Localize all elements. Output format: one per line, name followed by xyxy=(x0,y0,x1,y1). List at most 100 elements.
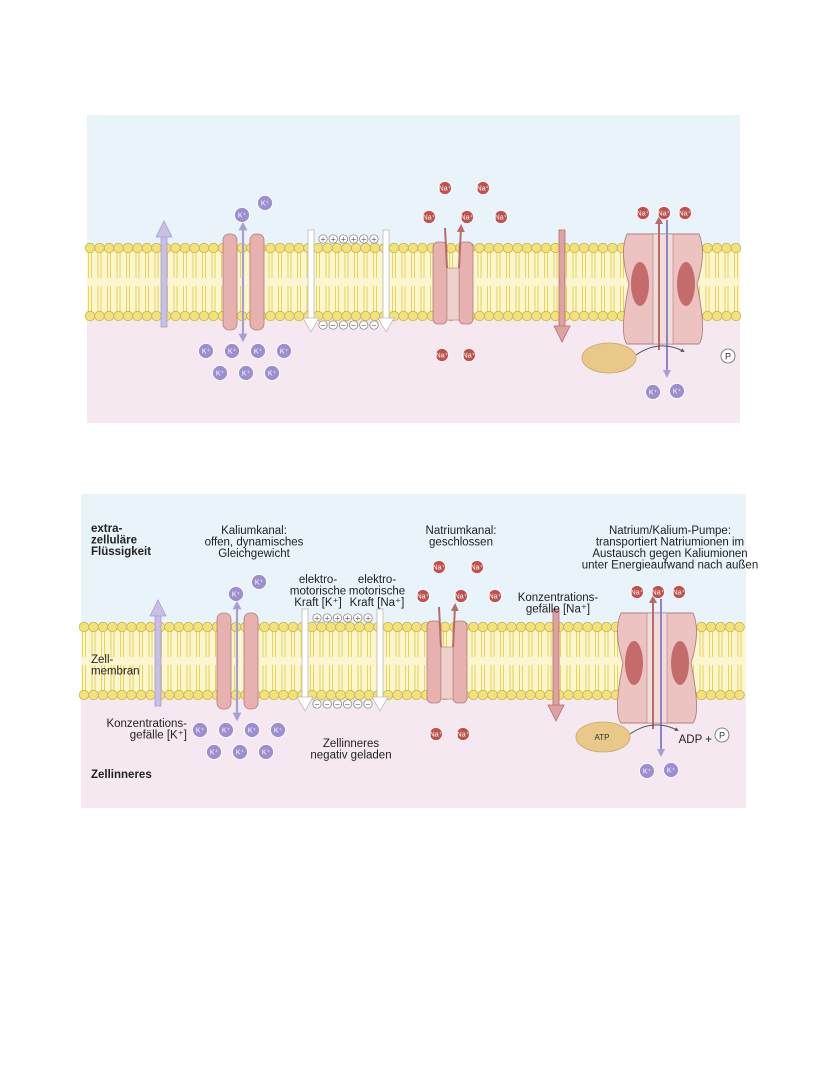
ion-symbol: Na⁺ xyxy=(673,589,686,596)
lipid-head xyxy=(208,242,219,254)
charge-sign: + xyxy=(345,615,351,623)
lipid-head xyxy=(126,621,137,633)
lipid-head xyxy=(407,242,419,254)
pump-label: Natrium/Kalium-Pumpe:transportiert Natri… xyxy=(582,525,758,572)
lipid-head xyxy=(198,242,210,254)
lipid-head xyxy=(730,242,742,254)
lipid-head xyxy=(164,621,175,633)
intracellular-label: Zellinneres xyxy=(91,769,152,781)
charge-sign: − xyxy=(334,701,340,709)
lipid-head xyxy=(734,689,745,701)
lipid-head xyxy=(183,621,194,633)
panel-unlabeled: K⁺K⁺K⁺K⁺K⁺K⁺K⁺K⁺K⁺+−+−+−+−+−+−Na⁺Na⁺Na⁺N… xyxy=(84,115,742,423)
ion-symbol: Na⁺ xyxy=(463,352,476,359)
lipid-head xyxy=(293,310,305,322)
interior-negative-label-line: Zellinneres xyxy=(323,738,379,750)
emf-arrow-khead xyxy=(302,317,320,333)
lipid-head xyxy=(582,689,593,701)
lipid-head xyxy=(715,621,726,633)
lipid-head xyxy=(183,689,194,701)
charge-sign: − xyxy=(365,701,371,709)
sodium-ion: Na⁺ xyxy=(460,210,474,224)
lipid-head xyxy=(401,689,413,701)
positive-charge xyxy=(363,613,373,623)
adp-label: ADP + xyxy=(679,734,713,746)
potassium-channel xyxy=(216,600,259,722)
sodium-ion: Na⁺ xyxy=(438,181,452,195)
pump-pore xyxy=(652,233,674,345)
lipid-head xyxy=(122,310,134,322)
lipid-head xyxy=(170,310,181,322)
potassium-ion: K⁺ xyxy=(270,722,286,738)
potassium-ion: K⁺ xyxy=(257,195,273,211)
lipid-head xyxy=(278,689,289,701)
potassium-ion: K⁺ xyxy=(251,574,267,590)
potassium-ion: K⁺ xyxy=(276,343,292,359)
lipid-head xyxy=(696,689,707,701)
lipid-head xyxy=(94,242,105,254)
charge-sign: − xyxy=(330,322,336,330)
emf-arrow-k xyxy=(301,608,309,704)
lipid-head xyxy=(265,310,276,322)
lipid-head xyxy=(531,310,542,322)
lipid-head xyxy=(202,689,213,701)
lipid-head xyxy=(88,621,99,633)
pump-subunit xyxy=(677,262,695,306)
ion-symbol: K⁺ xyxy=(238,212,247,219)
lipid-head xyxy=(341,310,352,322)
potassium-channel-label-line: Gleichgewicht xyxy=(218,548,290,560)
lipid-head xyxy=(122,242,134,254)
lipid-head xyxy=(512,242,523,254)
lipid-head xyxy=(477,689,489,701)
lipid-head xyxy=(141,242,153,254)
pump-label-line: Natrium/Kalium-Pumpe: xyxy=(609,525,731,537)
atp-label: ATP xyxy=(595,733,610,742)
lipid-head xyxy=(705,689,717,701)
lipid-head xyxy=(350,310,362,322)
ion-symbol: K⁺ xyxy=(254,348,263,355)
lipid-head xyxy=(316,621,327,633)
emf-k-label-line: elektro- xyxy=(299,574,338,586)
lipid-head xyxy=(711,242,723,254)
lipid-head xyxy=(597,310,609,322)
charge-sign: + xyxy=(371,236,377,244)
lipid-head xyxy=(705,621,717,633)
charge-sign: + xyxy=(314,615,320,623)
sodium-ion: Na⁺ xyxy=(488,589,502,603)
positive-charge xyxy=(338,234,348,244)
ion-symbol: K⁺ xyxy=(196,727,205,734)
lipid-head xyxy=(591,689,603,701)
channel-subunit xyxy=(458,241,474,325)
lipid-head xyxy=(601,689,612,701)
lipid-head xyxy=(126,689,137,701)
lipid-head xyxy=(113,310,124,322)
ion-symbol: Na⁺ xyxy=(461,214,474,221)
ion-symbol: Na⁺ xyxy=(471,564,484,571)
lipid-head xyxy=(702,242,713,254)
lipid-head xyxy=(84,310,96,322)
negative-charge xyxy=(369,320,379,330)
lipid-head xyxy=(506,621,517,633)
ion-symbol: Na⁺ xyxy=(439,185,452,192)
negative-charge xyxy=(332,699,342,709)
extracellular-label-line: extra- xyxy=(91,523,122,535)
negative-charge xyxy=(318,320,328,330)
ion-symbol: K⁺ xyxy=(248,727,257,734)
membrane-label: Zell-membran xyxy=(91,654,140,678)
membrane-label-line: membran xyxy=(91,666,140,678)
lipid-head xyxy=(141,310,153,322)
sodium-ion: Na⁺ xyxy=(416,589,430,603)
lipid-head xyxy=(306,621,318,633)
lipid-head xyxy=(534,689,546,701)
ion-symbol: K⁺ xyxy=(222,727,231,734)
lipid-head xyxy=(569,242,580,254)
atp-molecule xyxy=(575,721,631,753)
emf-arrow-na xyxy=(376,608,384,704)
na-gradient-arrow xyxy=(558,229,566,329)
negative-charge xyxy=(312,699,322,709)
ion-symbol: Na⁺ xyxy=(489,593,502,600)
channel-subunit xyxy=(243,612,259,710)
lipid-head xyxy=(316,689,327,701)
channel-plug xyxy=(440,646,454,700)
